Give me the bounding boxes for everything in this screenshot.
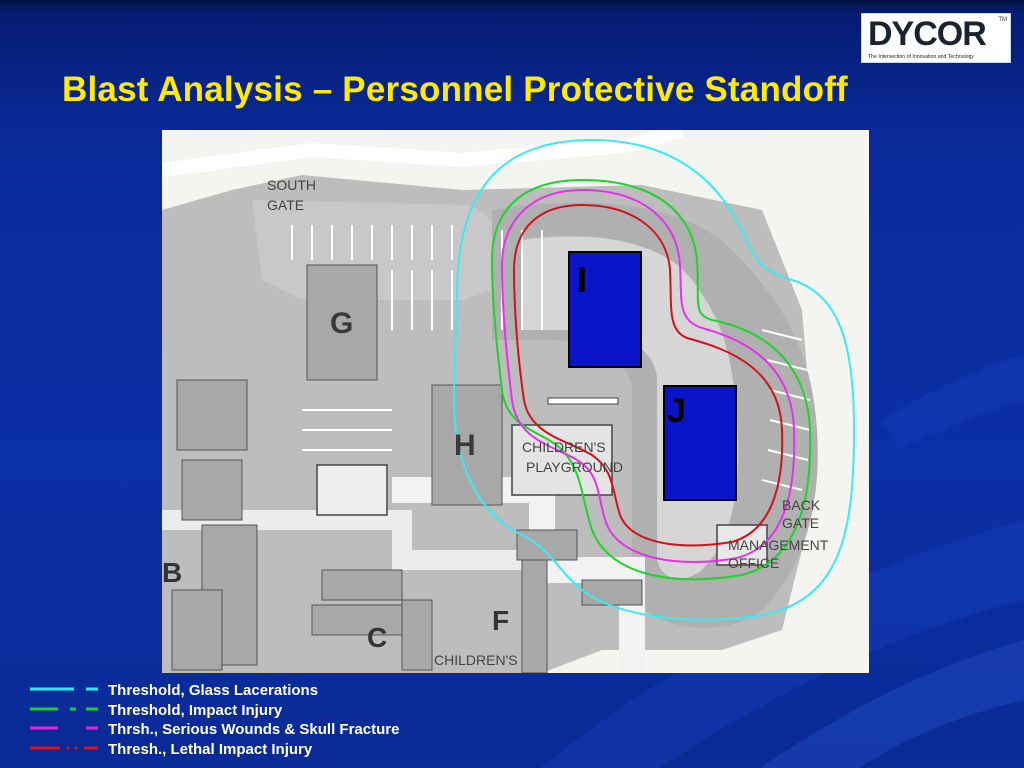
legend-item-impact-injury: Threshold, Impact Injury xyxy=(30,702,470,722)
legend-item-glass-lacerations: Threshold, Glass Lacerations xyxy=(30,682,470,702)
legend-item-lethal-impact: Thresh., Lethal Impact Injury xyxy=(30,741,470,761)
playground-label-line1: CHILDREN'S xyxy=(522,439,606,455)
south-gate-label-line1: SOUTH xyxy=(267,177,316,193)
parking-stalls xyxy=(291,225,811,491)
logo-tagline: The Intersection of Innovation and Techn… xyxy=(868,54,975,60)
target-building-j xyxy=(663,385,737,501)
building-label-i: I xyxy=(577,259,587,300)
green-dash-line-icon xyxy=(30,707,98,710)
top-band xyxy=(0,0,1024,14)
back-gate-label-line1: BACK xyxy=(782,497,821,513)
apartment-blocks xyxy=(171,264,643,673)
contour-serious-wounds xyxy=(500,188,796,563)
legend-label-serious-wounds: Thrsh., Serious Wounds & Skull Fracture xyxy=(108,721,400,738)
site-plan-map: I J G H B C F SOUTH GATE CHILDREN'S PLAY… xyxy=(162,130,869,673)
contour-glass-lacerations xyxy=(452,138,856,621)
logo-wordmark: DYCOR xyxy=(868,15,987,53)
legend-label-glass-lacerations: Threshold, Glass Lacerations xyxy=(108,682,319,699)
building-label-c: C xyxy=(367,622,387,653)
legend-label-impact-injury: Threshold, Impact Injury xyxy=(108,701,283,719)
cyan-dash-line-icon xyxy=(30,687,98,691)
building-label-f: F xyxy=(492,605,509,636)
building-label-j: J xyxy=(667,392,686,430)
legend-label-lethal-impact: Thresh., Lethal Impact Injury xyxy=(108,740,313,758)
contour-lethal-impact xyxy=(512,203,784,547)
south-gate-label-line2: GATE xyxy=(267,197,304,213)
management-office-label-line1: MANAGEMENT xyxy=(728,537,829,553)
building-label-g: G xyxy=(330,307,353,340)
red-dash-dot-line-icon xyxy=(30,746,98,749)
back-gate-label-line2: GATE xyxy=(782,515,819,531)
building-label-b: B xyxy=(162,557,182,588)
slide-title: Blast Analysis – Personnel Protective St… xyxy=(62,70,848,109)
magenta-dash-line-icon xyxy=(30,726,98,730)
target-building-i xyxy=(568,251,642,368)
playground-label-line2: PLAYGROUND xyxy=(526,459,623,475)
legend-item-serious-wounds: Thrsh., Serious Wounds & Skull Fracture xyxy=(30,721,470,741)
contour-impact-injury xyxy=(490,178,812,581)
building-label-h: H xyxy=(454,429,476,462)
dycor-logo: DYCOR TM The Intersection of Innovation … xyxy=(861,13,1011,63)
site-plan-svg: I J G H B C F SOUTH GATE CHILDREN'S PLAY… xyxy=(162,130,869,673)
logo-trademark: TM xyxy=(998,17,1007,23)
management-office-label-line2: OFFICE xyxy=(728,555,779,571)
childrens-bottom-label: CHILDREN'S xyxy=(434,652,518,668)
contour-legend: Threshold, Glass Lacerations Threshold, … xyxy=(30,682,470,760)
